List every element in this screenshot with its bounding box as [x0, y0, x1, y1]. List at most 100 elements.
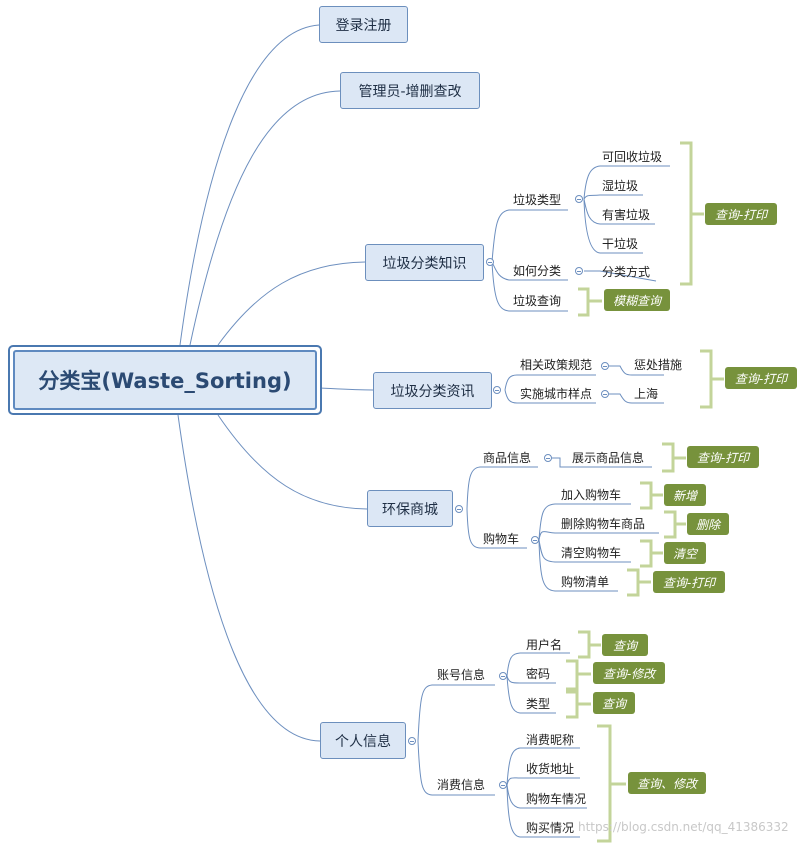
label-account-type[interactable]: 类型 — [526, 697, 551, 711]
collapse-toggle-news[interactable] — [493, 386, 501, 394]
link-type-dry — [583, 198, 643, 254]
bracket-personal-consume — [597, 724, 626, 843]
collapse-toggle-personal[interactable] — [408, 737, 416, 745]
label-consume-nickname[interactable]: 消费昵称 — [526, 733, 575, 747]
node-login[interactable]: 登录注册 — [319, 6, 408, 43]
label-policy-measure[interactable]: 惩处措施 — [634, 358, 683, 372]
collapse-toggle-account[interactable] — [499, 672, 507, 680]
link-account-type — [506, 675, 556, 714]
collapse-toggle-policy[interactable] — [601, 362, 609, 370]
label-cart-clear[interactable]: 清空购物车 — [561, 546, 622, 560]
collapse-toggle-consume[interactable] — [499, 781, 507, 789]
label-goods-show[interactable]: 展示商品信息 — [572, 451, 645, 465]
tag-personal-password[interactable]: 查询-修改 — [593, 662, 665, 684]
collapse-toggle-knowledge[interactable] — [486, 258, 494, 266]
collapse-toggle-type-group[interactable] — [575, 195, 583, 203]
label-account-username[interactable]: 用户名 — [526, 638, 563, 652]
link-type-hazard — [583, 198, 655, 225]
bracket-news — [700, 349, 724, 409]
label-consume-purchase[interactable]: 购买情况 — [526, 821, 575, 835]
label-cart-add[interactable]: 加入购物车 — [561, 488, 622, 502]
collapse-toggle-pilot[interactable] — [601, 390, 609, 398]
label-cart-delete[interactable]: 删除购物车商品 — [561, 517, 646, 531]
label-query[interactable]: 垃圾查询 — [513, 294, 562, 308]
link-account-username — [506, 652, 570, 677]
link-consume-purchase — [506, 784, 580, 838]
label-type-dry[interactable]: 干垃圾 — [602, 237, 639, 251]
tag-personal-consume[interactable]: 查询、修改 — [628, 772, 706, 794]
bracket-mall-clear — [640, 539, 663, 568]
link-mall-goods — [466, 466, 538, 510]
node-knowledge[interactable]: 垃圾分类知识 — [365, 244, 484, 281]
link-admin — [189, 90, 341, 346]
collapse-toggle-goods[interactable] — [544, 454, 552, 462]
tag-mall-goods-view-print[interactable]: 查询-打印 — [687, 446, 759, 468]
link-account-password — [506, 675, 556, 684]
collapse-toggle-cart[interactable] — [531, 536, 539, 544]
label-account-password[interactable]: 密码 — [526, 667, 551, 681]
tag-knowledge-fuzzy[interactable]: 模糊查询 — [604, 289, 670, 311]
link-mall — [217, 414, 368, 510]
link-mall-cart — [466, 508, 527, 549]
link-kn-query — [491, 261, 568, 312]
label-consume-address[interactable]: 收货地址 — [526, 762, 575, 776]
node-mall[interactable]: 环保商城 — [367, 490, 453, 527]
link-cart-clear — [538, 539, 631, 563]
link-kn-type — [491, 209, 568, 263]
link-personal — [177, 414, 321, 742]
root-node[interactable]: 分类宝(Waste_Sorting) — [8, 345, 322, 415]
link-cart-list — [538, 539, 618, 592]
link-type-wet — [583, 194, 643, 200]
label-pilot-shanghai[interactable]: 上海 — [634, 387, 659, 401]
label-how-method[interactable]: 分类方式 — [602, 265, 651, 279]
node-personal[interactable]: 个人信息 — [320, 722, 406, 759]
bracket-mall-goods — [662, 442, 686, 473]
link-cart-add — [538, 503, 631, 541]
link-consume-address — [506, 777, 580, 786]
bracket-knowledge-types — [680, 141, 704, 286]
tag-personal-username[interactable]: 查询 — [602, 634, 648, 656]
tag-knowledge-view-print[interactable]: 查询-打印 — [705, 203, 777, 225]
root-node-label: 分类宝(Waste_Sorting) — [13, 350, 317, 410]
label-type-group[interactable]: 垃圾类型 — [513, 193, 562, 207]
tag-mall-clear[interactable]: 清空 — [664, 542, 706, 564]
bracket-mall-list — [627, 568, 651, 597]
link-goods-show — [549, 457, 652, 468]
label-consume[interactable]: 消费信息 — [437, 778, 486, 792]
label-cart-list[interactable]: 购物清单 — [561, 575, 610, 589]
link-type-recyclable — [583, 165, 670, 200]
label-policy[interactable]: 相关政策规范 — [520, 358, 593, 372]
bracket-knowledge-query — [578, 287, 602, 317]
link-login — [179, 24, 320, 346]
bracket-mall-add — [640, 481, 663, 510]
link-consume-cart — [506, 784, 587, 809]
tag-mall-add[interactable]: 新增 — [664, 484, 706, 506]
label-account[interactable]: 账号信息 — [437, 668, 486, 682]
link-kn-how — [491, 261, 568, 281]
tag-news-view-print[interactable]: 查询-打印 — [725, 367, 797, 389]
link-pilot-shanghai — [609, 393, 664, 404]
collapse-toggle-mall[interactable] — [455, 505, 463, 513]
bracket-mall-delete — [664, 510, 686, 539]
link-personal-consume — [417, 740, 495, 796]
node-admin[interactable]: 管理员-增删查改 — [340, 72, 480, 109]
tag-mall-list-view-print[interactable]: 查询-打印 — [653, 571, 725, 593]
watermark: https://blog.csdn.net/qq_41386332 — [578, 820, 789, 834]
label-pilot[interactable]: 实施城市样点 — [520, 387, 593, 401]
node-news[interactable]: 垃圾分类资讯 — [373, 372, 492, 409]
link-personal-account — [417, 684, 495, 742]
tag-personal-type[interactable]: 查询 — [593, 692, 635, 714]
label-cart[interactable]: 购物车 — [483, 532, 520, 546]
label-consume-cart[interactable]: 购物车情况 — [526, 792, 587, 806]
label-type-recyclable[interactable]: 可回收垃圾 — [602, 150, 663, 164]
link-news — [319, 387, 374, 391]
tag-mall-delete[interactable]: 删除 — [687, 513, 729, 535]
label-goods[interactable]: 商品信息 — [483, 451, 532, 465]
label-type-hazard[interactable]: 有害垃圾 — [602, 208, 651, 222]
label-type-wet[interactable]: 湿垃圾 — [602, 179, 639, 193]
bracket-personal-type — [566, 690, 591, 719]
bracket-personal-password — [566, 659, 591, 691]
label-how-group[interactable]: 如何分类 — [513, 264, 562, 278]
collapse-toggle-how-group[interactable] — [575, 267, 583, 275]
